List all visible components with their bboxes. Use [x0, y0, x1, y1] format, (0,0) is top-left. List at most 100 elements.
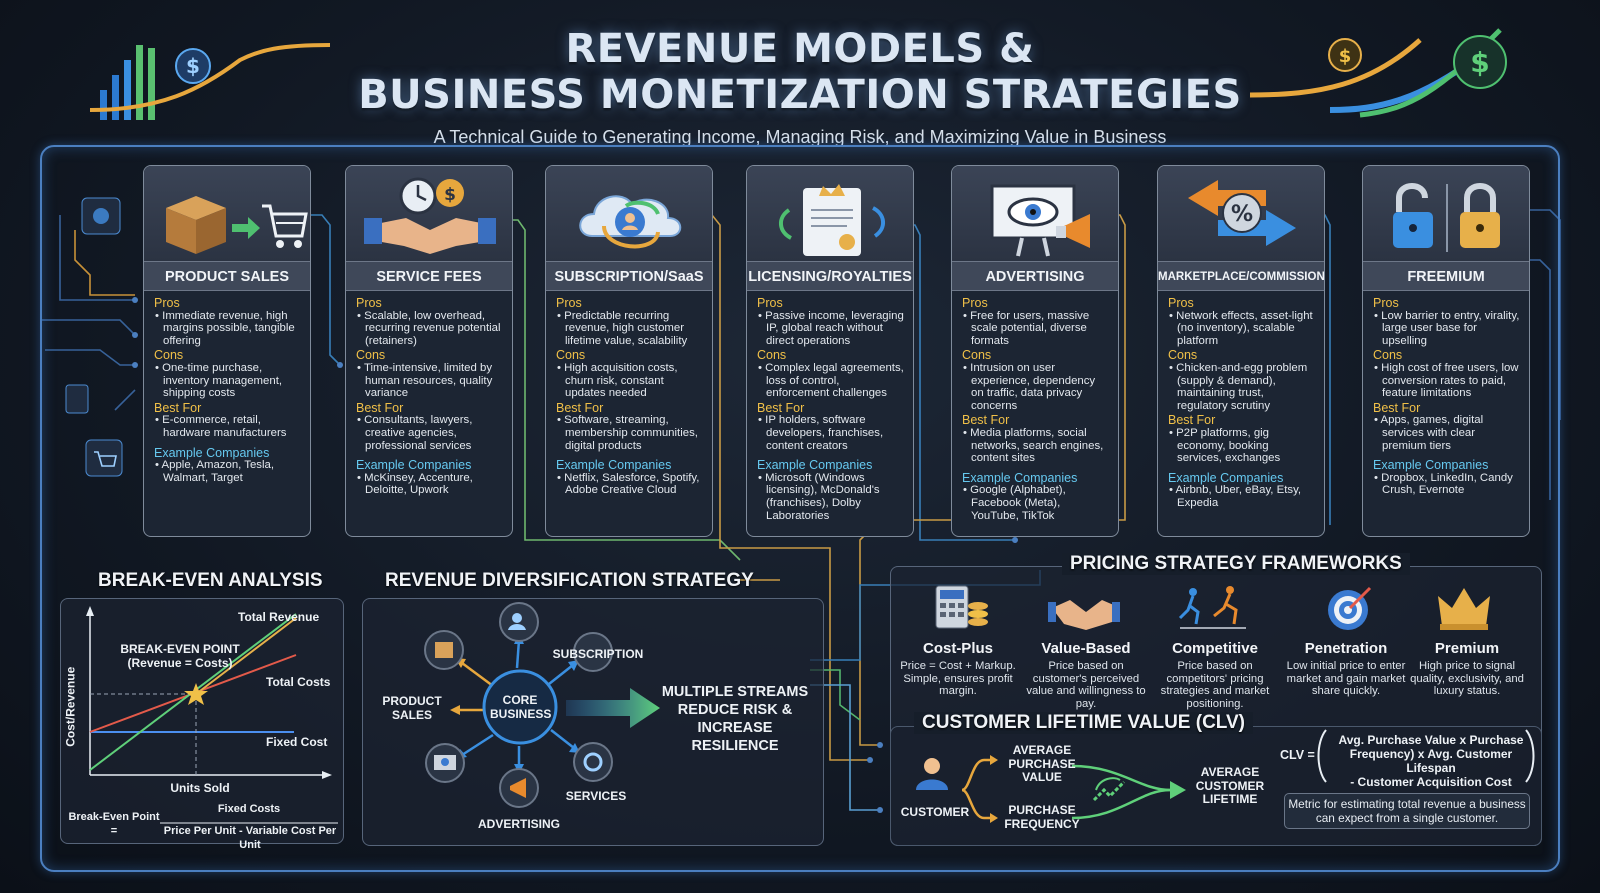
box-cart-icon — [166, 196, 308, 254]
services-label: SERVICES — [565, 789, 627, 803]
formula-numerator: Fixed Costs — [217, 803, 281, 815]
result-line3: INCREASE RESILIENCE — [691, 720, 779, 754]
total-revenue-label: Total Revenue — [238, 610, 320, 624]
card-title: SERVICE FEES — [346, 261, 512, 291]
examples-label: Example Companies — [556, 458, 672, 473]
pricing-cost-plus-name: Cost-Plus — [922, 640, 993, 657]
cons-text: Time-intensive, limited by human resourc… — [356, 362, 504, 400]
card-advertising: ADVERTISING Pros Free for users, massive… — [951, 165, 1119, 537]
pros-text: Scalable, low overhead, recurring revenu… — [356, 310, 504, 348]
clv-formula: CLV = Avg. Purchase Value x Purchase Fre… — [1278, 726, 1550, 789]
cons-text: Complex legal agreements, loss of contro… — [757, 362, 905, 400]
be-point-line1: BREAK-EVEN POINT — [120, 642, 240, 656]
best-for-text: Consultants, lawyers, creative agencies,… — [356, 414, 504, 452]
pros-text: Network effects, asset-light (no invento… — [1168, 310, 1316, 348]
break-even-panel — [60, 598, 344, 844]
result-line2: REDUCE RISK & — [677, 702, 793, 718]
best-for-label: Best For — [962, 413, 1010, 428]
padlocks-icon — [1393, 183, 1500, 252]
best-for-label: Best For — [356, 400, 404, 415]
card-licensing-royalties: LICENSING/ROYALTIES Pros Passive income,… — [746, 165, 914, 537]
cons-text: Intrusion on user experience, dependency… — [962, 362, 1110, 412]
pros-label: Pros — [962, 296, 988, 310]
examples-text: Netflix, Salesforce, Spotify, Adobe Crea… — [556, 472, 704, 497]
document-icon — [65, 384, 89, 414]
page-title: REVENUE MODELS & BUSINESS MONETIZATION S… — [0, 26, 1600, 118]
pf-label: PURCHASE FREQUENCY — [1000, 803, 1084, 831]
total-costs-label: Total Costs — [266, 675, 331, 689]
best-for-label: Best For — [1168, 413, 1216, 428]
pros-text: Predictable recurring revenue, high cust… — [556, 310, 704, 348]
pricing-penetration-desc: Low initial price to enter market and ga… — [1286, 660, 1406, 697]
growth-chart-icon — [89, 43, 331, 120]
pros-text: Immediate revenue, high margins possible… — [154, 310, 302, 348]
card-freemium: FREEMIUM Pros Low barrier to entry, vira… — [1362, 165, 1530, 537]
svg-text:%: % — [1231, 202, 1253, 227]
apv-line2: PURCHASE — [1008, 756, 1076, 771]
product-sales-label: PRODUCT SALES — [372, 694, 452, 722]
customer-label: CUSTOMER — [900, 805, 970, 819]
pricing-competitive-desc: Price based on competitors' pricing stra… — [1160, 660, 1270, 710]
best-for-text: IP holders, software developers, franchi… — [757, 414, 905, 452]
formula-lhs: Break-Even Point = — [68, 811, 160, 837]
cons-label: Cons — [356, 348, 386, 363]
cons-text: Chicken-and-egg problem (supply & demand… — [1168, 362, 1316, 412]
result-line1: MULTIPLE STREAMS — [661, 684, 809, 700]
subscription-node-ring — [573, 632, 613, 672]
pricing-value-based-desc: Price based on customer's perceived valu… — [1026, 660, 1146, 710]
examples-label: Example Companies — [1373, 458, 1489, 473]
clv-formula-lhs: CLV = — [1280, 748, 1315, 762]
apv-line1: AVERAGE — [1012, 743, 1072, 757]
svg-text:$: $ — [186, 54, 200, 78]
x-axis-label: Units Sold — [170, 781, 230, 795]
card-product-sales: PRODUCT SALES Pros Immediate revenue, hi… — [143, 165, 311, 537]
examples-label: Example Companies — [757, 458, 873, 473]
subscription-label: SUBSCRIPTION — [552, 647, 644, 661]
certificate-crown-icon — [779, 184, 885, 256]
best-for-text: Media platforms, social networks, search… — [962, 427, 1110, 465]
clv-note: Metric for estimating total revenue a bu… — [1284, 793, 1530, 829]
pricing-competitive-name: Competitive — [1172, 640, 1258, 657]
pros-text: Free for users, massive scale potential,… — [962, 310, 1110, 348]
product-line2: SALES — [391, 707, 432, 722]
card-title: FREEMIUM — [1363, 261, 1529, 291]
page-subtitle: A Technical Guide to Generating Income, … — [433, 127, 1167, 147]
pricing-title: PRICING STRATEGY FRAMEWORKS — [1062, 553, 1410, 575]
cons-text: One-time purchase, inventory management,… — [154, 362, 302, 400]
svg-text:$: $ — [1470, 46, 1489, 79]
multiple-streams-label: MULTIPLE STREAMS REDUCE RISK & INCREASE … — [654, 683, 816, 755]
acl-line2: CUSTOMER — [1195, 778, 1265, 793]
best-for-text: Software, streaming, membership communit… — [556, 414, 704, 452]
services-node-icon — [573, 742, 613, 782]
card-marketplace-commission: % MARKETPLACE/COMMISSION Pros Network ef… — [1157, 165, 1325, 537]
pricing-premium-name: Premium — [1434, 640, 1500, 657]
break-even-star-icon — [184, 683, 208, 705]
examples-label: Example Companies — [962, 470, 1078, 485]
clv-title: CUSTOMER LIFETIME VALUE (CLV) — [914, 712, 1253, 734]
crown-icon — [1438, 588, 1490, 630]
card-service-fees: $ SERVICE FEES Pros Scalable, low overhe… — [345, 165, 513, 537]
card-title: SUBSCRIPTION/SaaS — [546, 261, 712, 291]
formula-denominator: Price Per Unit - Variable Cost Per Unit — [163, 825, 337, 851]
cons-label: Cons — [757, 348, 787, 363]
be-point-line2: (Revenue = Costs) — [127, 655, 233, 670]
core-line1: CORE — [502, 693, 538, 707]
pros-text: Low barrier to entry, virality, large us… — [1373, 310, 1521, 348]
content-frame — [40, 145, 1560, 872]
cloud-sync-icon — [579, 195, 682, 249]
runners-icon — [1178, 586, 1246, 629]
pros-label: Pros — [1168, 296, 1194, 310]
acl-line3: LIFETIME — [1202, 792, 1258, 806]
best-for-label: Best For — [1373, 400, 1421, 415]
handshake-clock-icon: $ — [364, 177, 496, 254]
pricing-cost-plus-desc: Price = Cost + Markup. Simple, ensures p… — [900, 660, 1016, 697]
handshake-icon — [1048, 600, 1120, 630]
percent-exchange-icon: % — [1188, 180, 1296, 246]
cons-label: Cons — [962, 348, 992, 363]
examples-text: Airbnb, Uber, eBay, Etsy, Expedia — [1168, 484, 1316, 509]
pros-label: Pros — [1373, 296, 1399, 310]
examples-label: Example Companies — [356, 458, 472, 473]
formula-paren-right — [1525, 729, 1535, 783]
